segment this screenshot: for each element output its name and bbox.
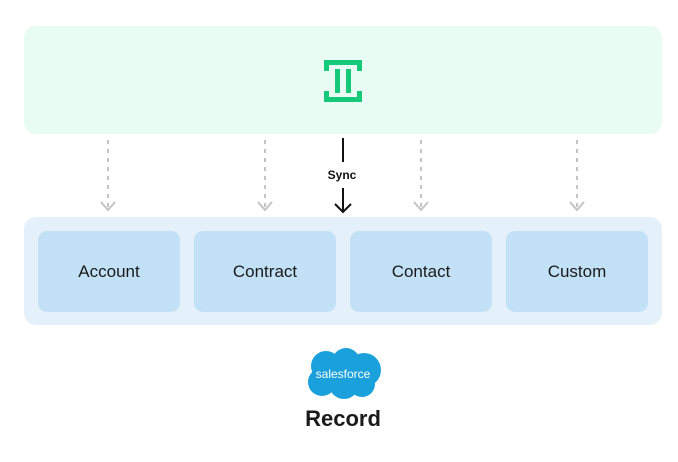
dotted-arrow-contract — [257, 140, 273, 212]
object-card-label: Account — [78, 261, 140, 281]
dotted-arrow-custom — [569, 140, 585, 212]
sync-arrow — [334, 138, 352, 214]
object-card-label: Contract — [232, 261, 298, 281]
dotted-arrow-contact — [413, 140, 429, 212]
dotted-arrow-account — [100, 140, 116, 212]
salesforce-logo-text: salesforce — [316, 367, 371, 381]
object-card-contract: Contract — [194, 231, 336, 312]
object-card-label: Custom — [547, 261, 607, 281]
integration-logo-icon — [324, 60, 362, 102]
record-label: Record — [305, 406, 381, 431]
sync-label: Sync — [327, 168, 357, 182]
object-card-account: Account — [38, 231, 180, 312]
object-card-custom: Custom — [506, 231, 648, 312]
object-card-contact: Contact — [350, 231, 492, 312]
salesforce-cloud-icon: salesforce — [308, 348, 381, 399]
source-app-panel — [24, 26, 662, 134]
object-card-label: Contact — [391, 261, 451, 281]
